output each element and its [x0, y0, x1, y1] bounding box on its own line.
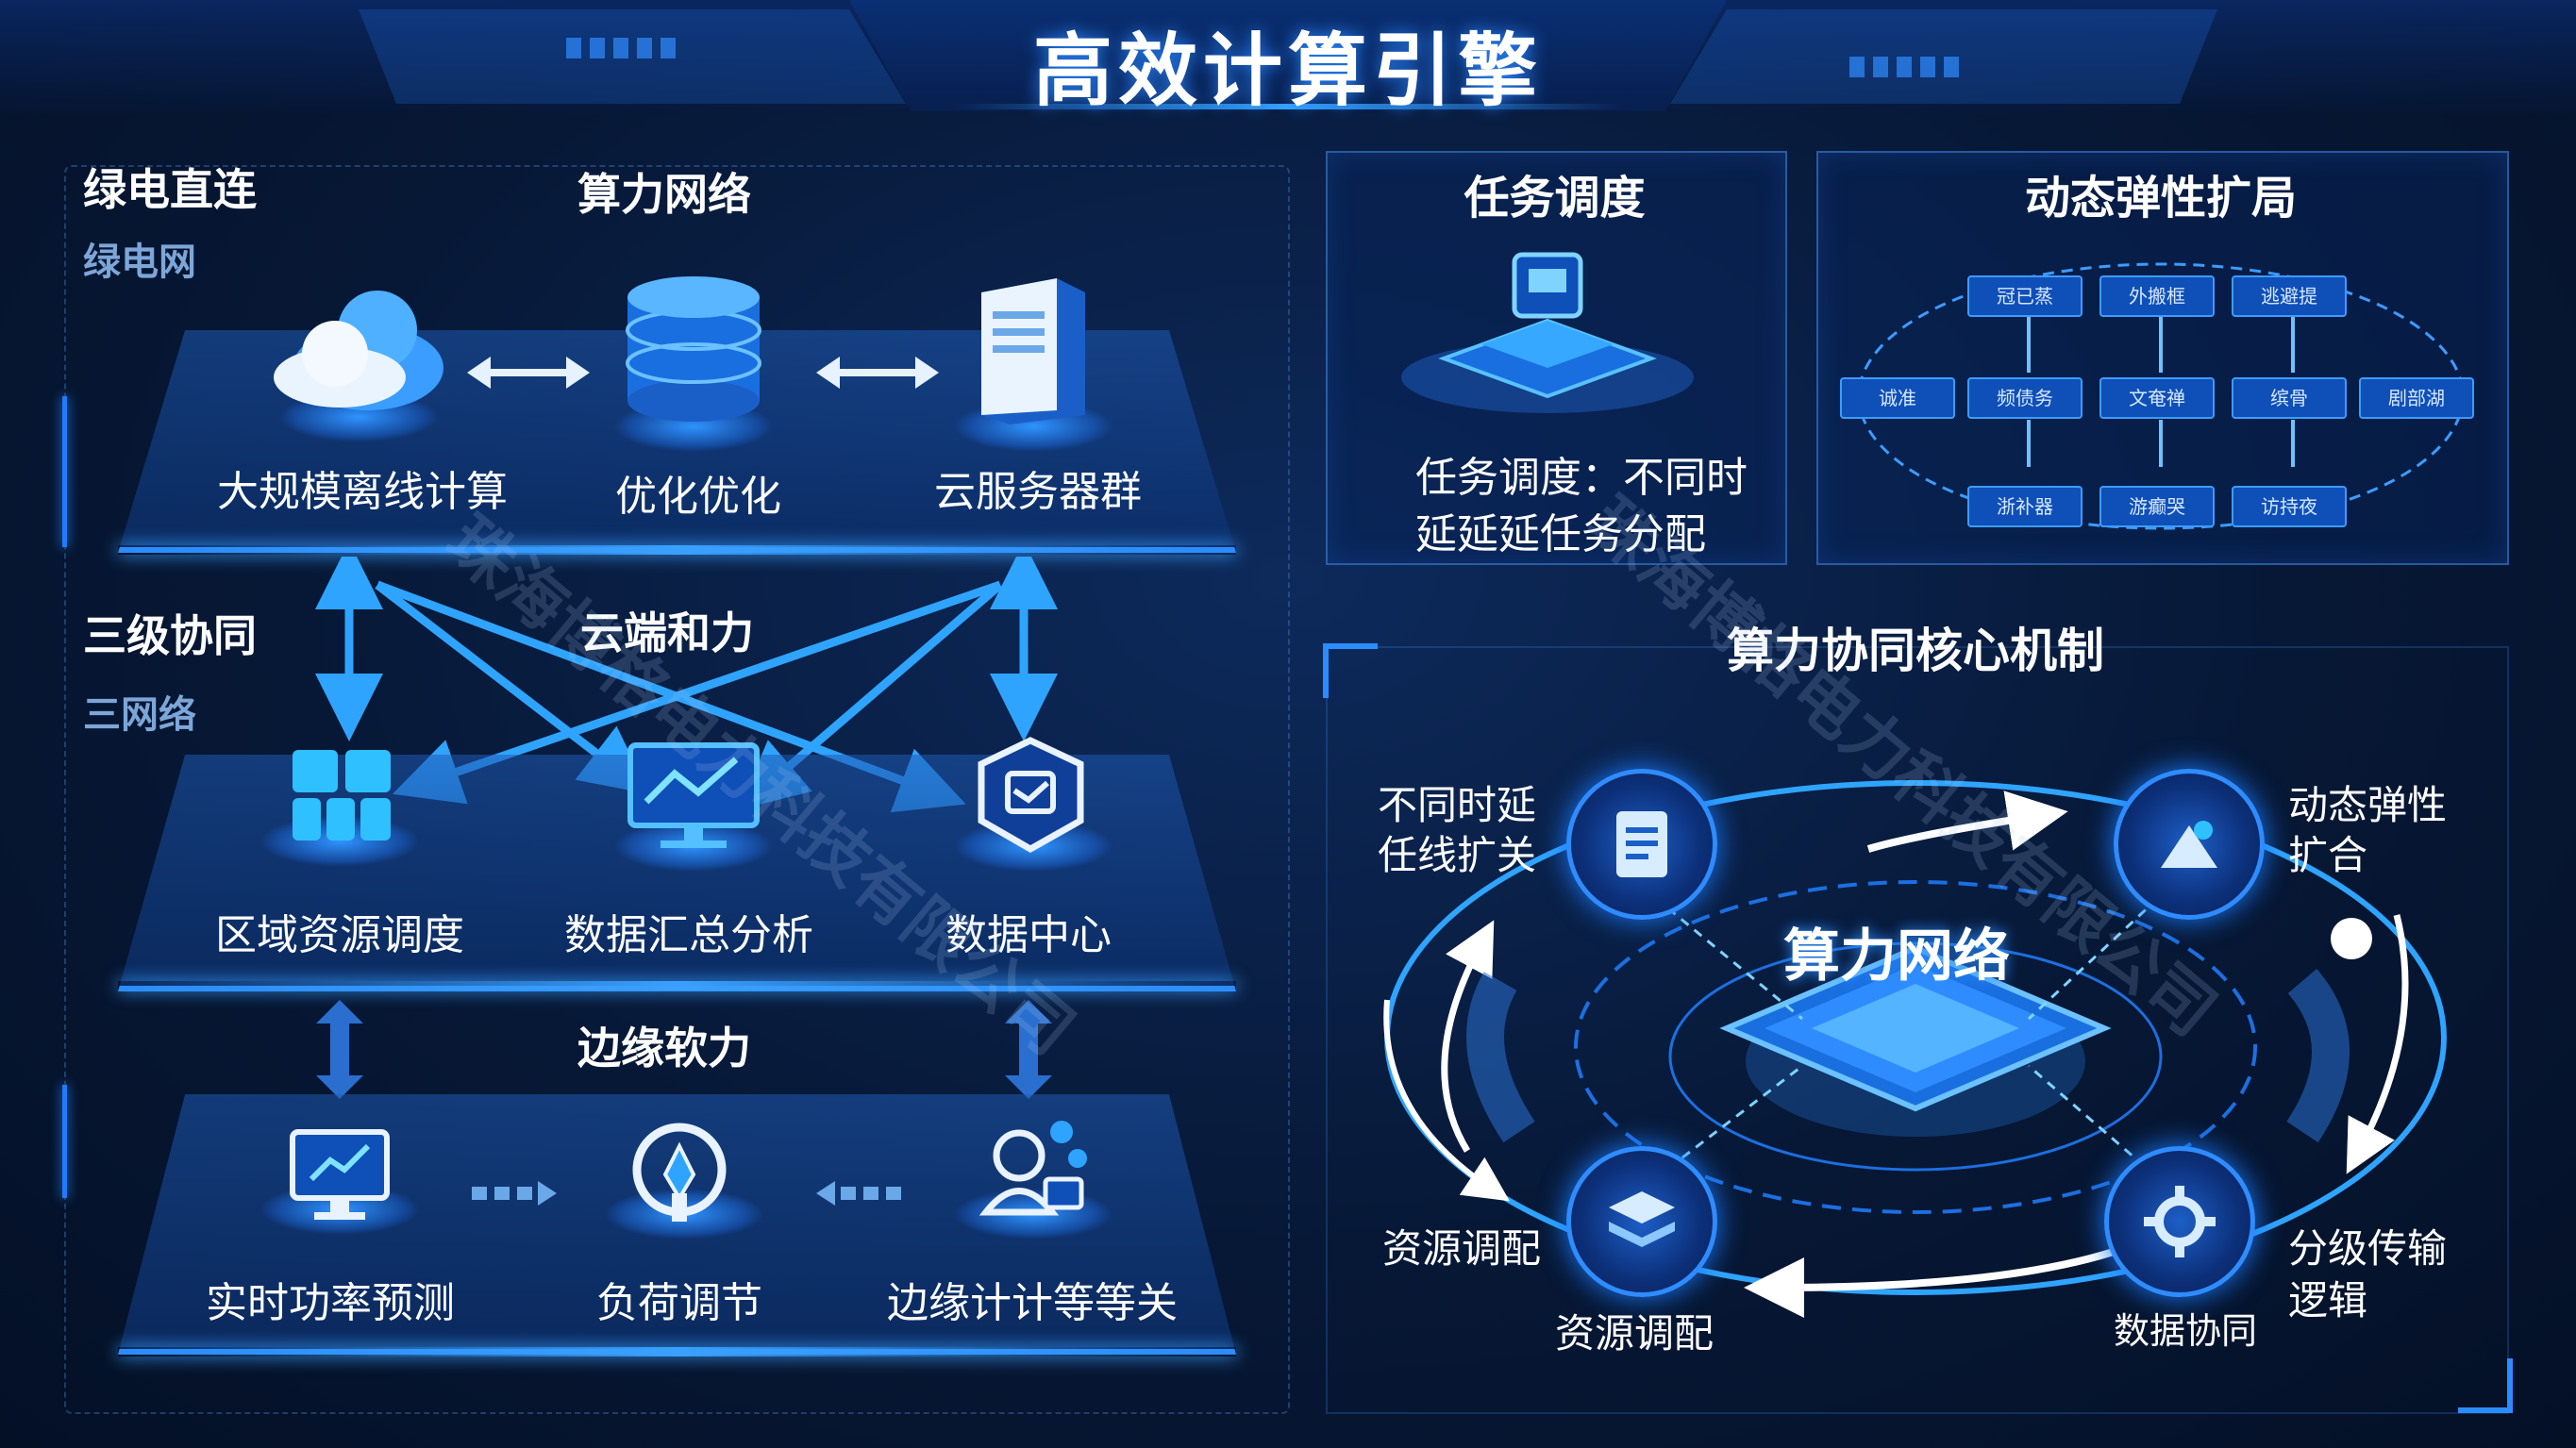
- resource-circle: [1566, 1146, 1717, 1297]
- node-load-regulation: 负荷调节: [596, 1279, 762, 1327]
- core-center-label: 算力网络: [1783, 924, 2010, 990]
- core-frame: [1326, 646, 2509, 1414]
- page-title: 高效计算引擎: [1032, 25, 1543, 117]
- flow-box-r3: 浙补器: [1967, 486, 2083, 527]
- tiered-transfer-line2: 逻辑: [2288, 1277, 2368, 1323]
- tri-network-sublabel: 三网络: [83, 693, 196, 737]
- node-offline-compute: 大规模离线计算: [217, 468, 508, 516]
- flow-box-r3: 游癫哭: [2099, 486, 2215, 527]
- tri-collab-label: 三级协同: [83, 610, 257, 661]
- elastic-label-line1: 动态弹性: [2288, 782, 2448, 828]
- grid-apps-icon: [293, 750, 391, 841]
- layer2-edge: [118, 981, 1236, 990]
- resource-inner-label: 资源调配: [1555, 1310, 1715, 1356]
- title-glow: [953, 104, 1623, 109]
- cog-icon: [2144, 1186, 2216, 1257]
- tiered-transfer-line1: 分级传输: [2288, 1225, 2448, 1272]
- forecast-monitor-icon: [290, 1129, 390, 1220]
- database-icon: [626, 276, 761, 422]
- node-optimize: 优化优化: [615, 473, 781, 521]
- vertical-arrows: [316, 1000, 1052, 1099]
- latency-circle: [1566, 769, 1717, 920]
- core-ring-diagram: [1383, 780, 2447, 1318]
- task-desc-line1: 任务调度：不同时: [1415, 454, 1748, 502]
- title-plate: [849, 0, 1727, 111]
- flow-box-r2: 缤骨: [2232, 377, 2347, 419]
- left-frame: [64, 165, 1290, 1414]
- dotted-arrow-left-icon: [816, 1181, 901, 1206]
- elastic-panel-title: 动态弹性扩局: [2024, 172, 2297, 225]
- layer3-title: 边缘软力: [577, 1023, 751, 1074]
- layer3-edge: [118, 1347, 1236, 1356]
- edge-compute-icon: [979, 1121, 1087, 1216]
- cloud-icon: [274, 291, 443, 410]
- core-corner-brackets: [1323, 643, 2513, 1413]
- node-cloud-servers: 云服务器群: [934, 468, 1142, 516]
- flow-box-r1: 冠已蒸: [1967, 275, 2083, 317]
- flow-box-r1: 外搬框: [2099, 275, 2215, 317]
- data-sync-label: 数据协同: [2114, 1310, 2258, 1352]
- data-sync-circle: [2104, 1146, 2255, 1297]
- flow-box-r2: 频债务: [1967, 377, 2083, 419]
- node-regional-scheduling: 区域资源调度: [215, 911, 464, 959]
- latency-label-line1: 不同时延: [1378, 782, 1537, 828]
- node-power-forecast: 实时功率预测: [206, 1279, 455, 1327]
- node-data-analysis: 数据汇总分析: [564, 911, 813, 959]
- latency-label-line2: 任线扩关: [1378, 832, 1537, 878]
- layers-icon: [1609, 1191, 1675, 1247]
- elastic-circle: [2114, 769, 2265, 920]
- resource-outer-label: 资源调配: [1382, 1225, 1542, 1272]
- layer2-title: 云端和力: [580, 607, 754, 658]
- flow-box-r2: 文奄禅: [2099, 377, 2215, 419]
- flow-box-r2: 诚准: [1840, 377, 1955, 419]
- flow-box-r2: 剧部湖: [2359, 377, 2474, 419]
- double-arrow-icon: [816, 357, 939, 389]
- load-adjust-icon: [632, 1123, 727, 1222]
- green-power-label: 绿电直连: [83, 164, 257, 215]
- dotted-arrow-icon: [472, 1181, 557, 1206]
- task-desc-line2: 延延延任务分配: [1415, 510, 1706, 558]
- green-grid-sublabel: 绿电网: [83, 241, 196, 284]
- datacenter-shield-icon: [978, 737, 1084, 854]
- flow-box-r1: 逃避提: [2232, 275, 2347, 317]
- side-accent-bar: [62, 1085, 67, 1198]
- node-edge-gateway: 边缘计计等等关: [887, 1279, 1178, 1327]
- side-accent-bar: [62, 396, 67, 547]
- scaling-icon: [2161, 821, 2217, 868]
- task-panel-title: 任务调度: [1464, 172, 1646, 225]
- double-arrow-icon: [467, 357, 590, 389]
- document-icon: [1616, 811, 1667, 877]
- monitor-chart-icon: [627, 742, 760, 848]
- scheduling-device-icon: [1401, 252, 1694, 413]
- server-icon: [981, 278, 1085, 424]
- elastic-label-line2: 扩合: [2288, 832, 2368, 878]
- layer1-title: 算力网络: [577, 169, 751, 220]
- core-title: 算力协同核心机制: [1727, 624, 2104, 678]
- layer1-edge: [118, 545, 1236, 555]
- header-decor: [359, 9, 2217, 104]
- node-data-center: 数据中心: [945, 911, 1112, 959]
- flow-box-r3: 访持夜: [2232, 486, 2347, 527]
